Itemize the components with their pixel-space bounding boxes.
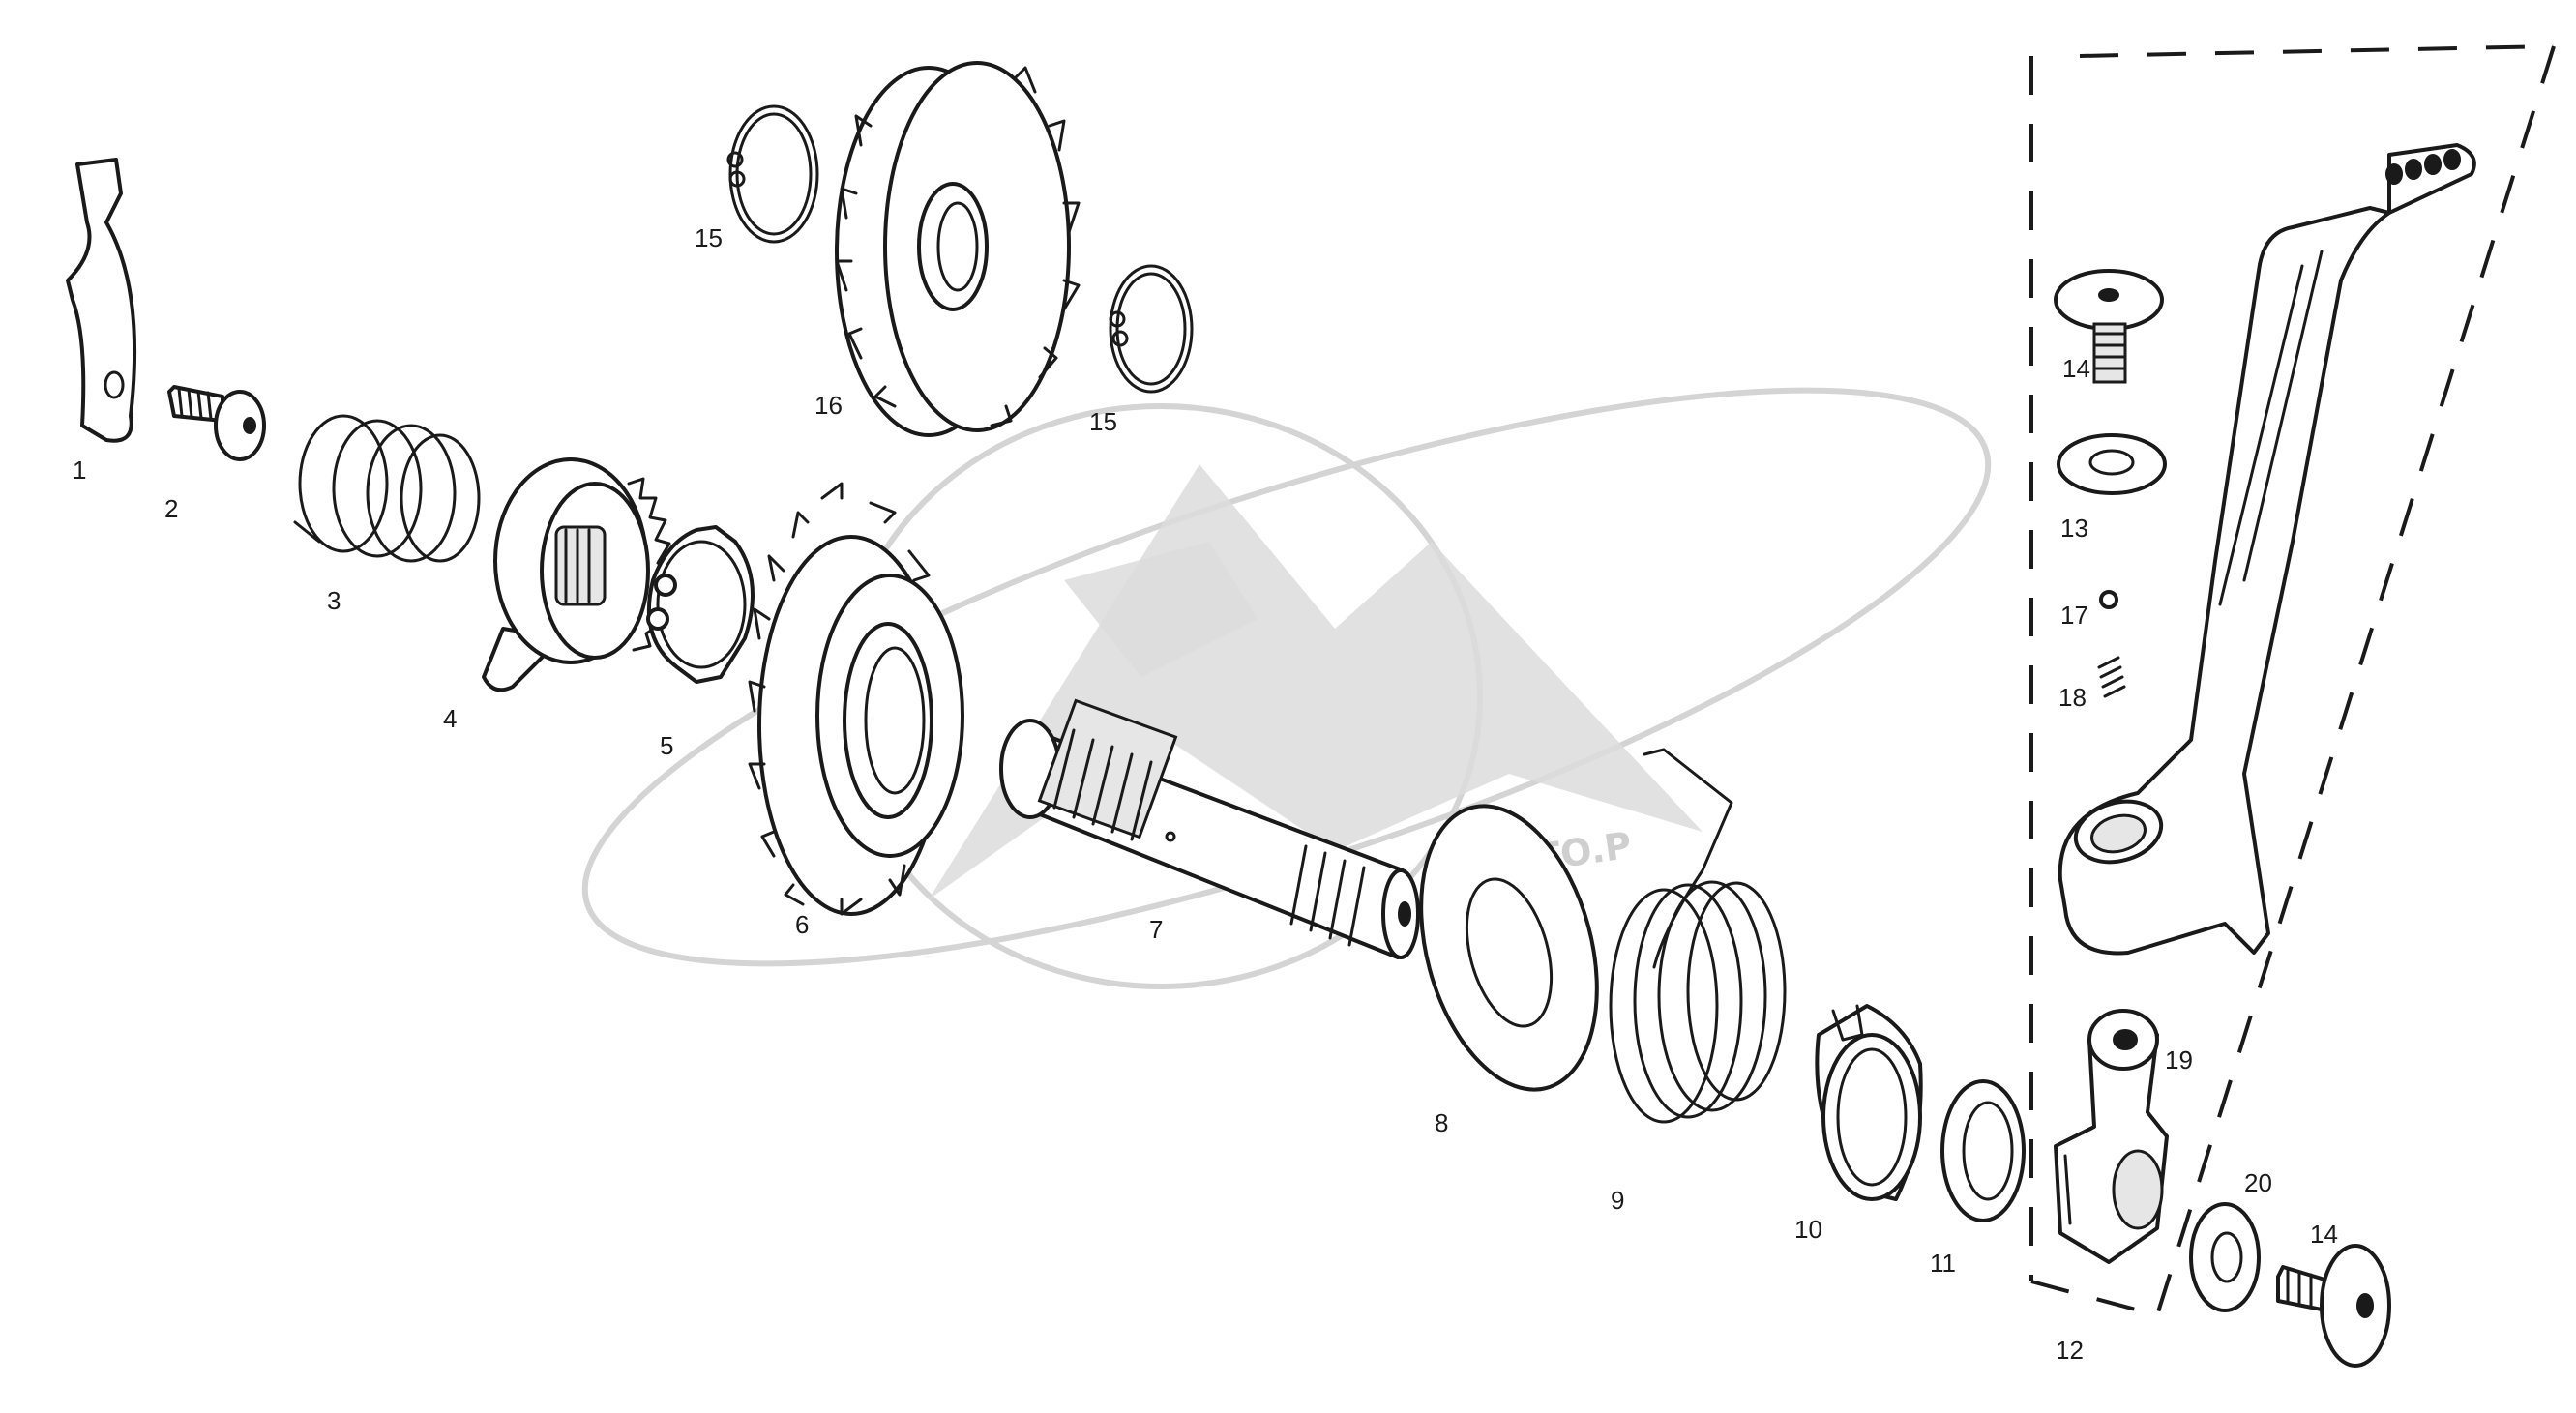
part-15-circlip-right <box>1109 264 1194 394</box>
label-17: 17 <box>2060 601 2088 630</box>
part-5-snap-washer <box>646 525 755 684</box>
label-15-right: 15 <box>1089 407 1117 436</box>
part-10-collar <box>1815 1004 1923 1201</box>
label-3: 3 <box>327 586 341 615</box>
label-13: 13 <box>2060 514 2088 543</box>
kick-lever-arm <box>2058 143 2476 956</box>
label-6: 6 <box>795 910 809 939</box>
part-4-ratchet <box>482 457 671 692</box>
part-17-ball <box>2099 590 2118 609</box>
label-18: 18 <box>2058 683 2087 712</box>
part-19-pivot-boss <box>2054 1009 2169 1264</box>
part-3-coil-spring <box>293 414 481 563</box>
part-15-circlip-upper <box>726 104 819 244</box>
label-14-lower: 14 <box>2310 1220 2338 1249</box>
part-11-washer <box>1940 1079 2026 1222</box>
part-1-lever-plate <box>66 158 137 443</box>
label-9: 9 <box>1611 1186 1624 1215</box>
part-7-shaft <box>999 698 1420 959</box>
label-14-upper: 14 <box>2062 354 2090 383</box>
label-10: 10 <box>1794 1215 1822 1244</box>
part-14-bolt-lower <box>2276 1244 2391 1368</box>
part-9-torsion-spring <box>1609 748 1787 1124</box>
label-1: 1 <box>73 456 86 485</box>
part-16-idler-gear <box>835 61 1081 437</box>
part-13-washer <box>2057 433 2167 495</box>
label-2: 2 <box>164 494 178 523</box>
label-11: 11 <box>1930 1249 1956 1278</box>
part-14-bolt-upper <box>2054 269 2164 384</box>
label-16: 16 <box>814 391 843 420</box>
label-15-upper: 15 <box>695 223 723 252</box>
label-20: 20 <box>2244 1168 2272 1197</box>
label-4: 4 <box>443 704 457 733</box>
reference-labels: 1 2 3 4 5 6 7 8 9 10 11 12 13 14 14 15 1… <box>73 223 2338 1365</box>
label-12: 12 <box>2056 1336 2084 1365</box>
part-18-detent-spring <box>2097 656 2126 698</box>
part-6-gear <box>748 482 964 916</box>
assembly-boundary <box>2029 44 2556 1317</box>
label-5: 5 <box>660 731 673 760</box>
part-2-screw <box>167 385 266 461</box>
part-8-thrust-washer <box>1419 804 1599 1092</box>
label-7: 7 <box>1149 915 1163 944</box>
part-20-washer <box>2189 1202 2261 1312</box>
label-19: 19 <box>2165 1045 2193 1074</box>
watermark-logo: MOTO.P <box>581 387 1992 989</box>
label-8: 8 <box>1435 1108 1448 1137</box>
